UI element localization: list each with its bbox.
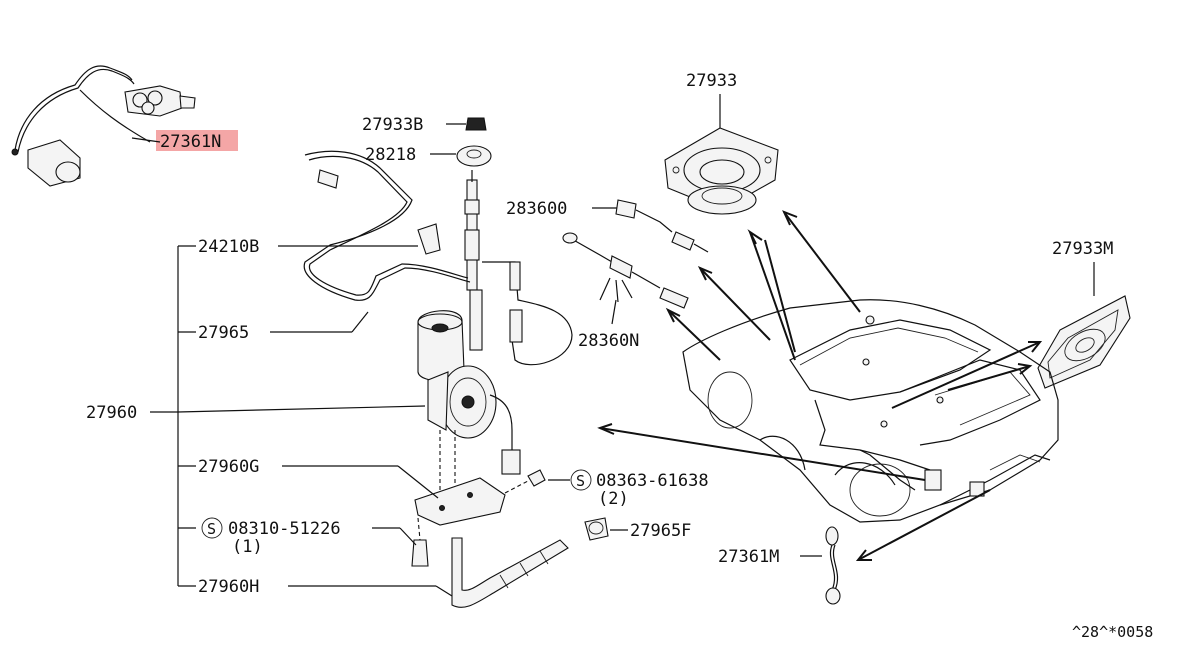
nut-27933b — [465, 117, 487, 131]
antenna-motor-27960 — [417, 310, 521, 475]
label-283600[interactable]: 283600 — [506, 199, 567, 219]
label-27965f[interactable]: 27965F — [630, 521, 691, 541]
diagram-code: ^28^*0058 — [1072, 623, 1153, 641]
grommet-28218 — [456, 145, 492, 167]
label-08310[interactable]: 08310-51226 — [228, 519, 341, 539]
svg-text:S: S — [207, 520, 216, 538]
label-28218[interactable]: 28218 — [365, 145, 416, 165]
label-24210b[interactable]: 24210B — [198, 237, 259, 257]
label-27960g[interactable]: 27960G — [198, 457, 259, 477]
vehicle-body — [682, 299, 1059, 523]
ground-strap-27361m — [825, 526, 841, 605]
svg-text:S: S — [576, 472, 585, 490]
antenna-mast — [464, 170, 483, 351]
label-27933b[interactable]: 27933B — [362, 115, 423, 135]
label-27960[interactable]: 27960 — [86, 403, 137, 423]
bolt-08310 — [411, 539, 429, 567]
label-27933m[interactable]: 27933M — [1052, 239, 1113, 259]
label-27965[interactable]: 27965 — [198, 323, 249, 343]
clip-24210b — [417, 223, 441, 255]
s-symbol-08363 — [570, 469, 592, 491]
hose-27960h — [451, 537, 569, 608]
bracket-27960g — [414, 477, 506, 526]
label-27933[interactable]: 27933 — [686, 71, 737, 91]
harness-27361n-drawing — [11, 65, 196, 187]
speaker-27933m — [1037, 295, 1131, 389]
label-08363[interactable]: 08363-61638 — [596, 471, 709, 491]
label-28360n[interactable]: 28360N — [578, 331, 639, 351]
label-27960h[interactable]: 27960H — [198, 577, 259, 597]
label-27361n[interactable]: 27361N — [160, 132, 221, 152]
callout-arrows — [597, 210, 1043, 561]
label-highlight — [156, 130, 238, 151]
qty-08363: (2) — [598, 489, 629, 509]
grommet-27965f — [584, 517, 609, 541]
speaker-27933 — [664, 127, 779, 215]
bolt-08363 — [527, 469, 546, 487]
label-27361m[interactable]: 27361M — [718, 547, 779, 567]
qty-08310: (1) — [232, 537, 263, 557]
s-symbol-08310 — [201, 517, 223, 539]
